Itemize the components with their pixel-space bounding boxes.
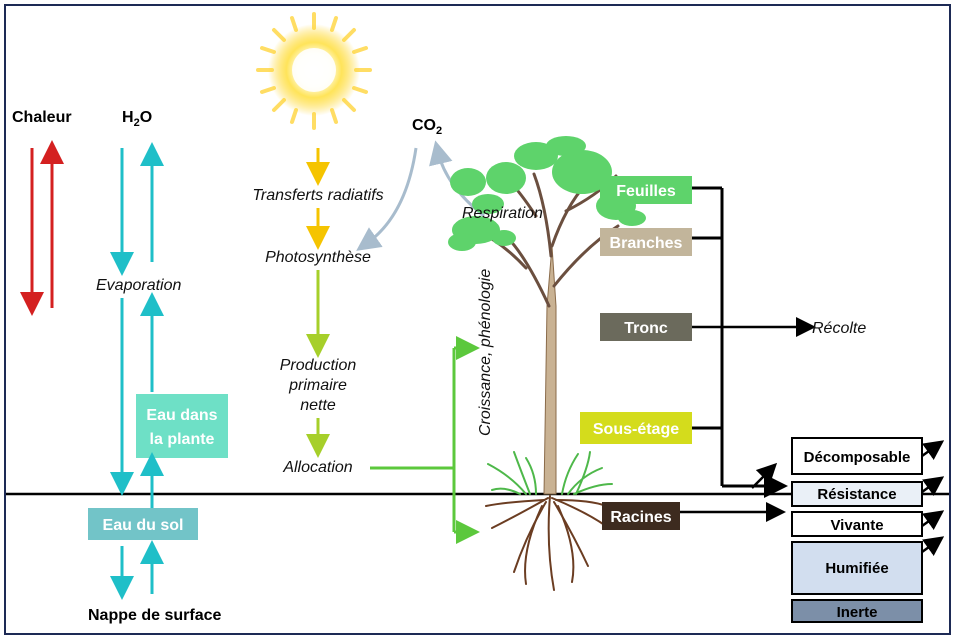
npp-label-3: nette (300, 397, 336, 414)
pool-inert-box (791, 599, 923, 623)
understory-label: Sous-étage (593, 421, 679, 438)
pool-humified-label: Humifiée (825, 560, 888, 577)
heat-label: Chaleur (12, 109, 72, 126)
leaves-label: Feuilles (616, 183, 676, 200)
npp-label-2: primaire (288, 377, 347, 394)
co2-uptake-arrow (356, 147, 418, 251)
soil-water-box (88, 508, 198, 540)
branches-label: Branches (610, 235, 683, 252)
litter-flow-connectors (692, 186, 788, 498)
understory-box (580, 412, 692, 444)
plant-water-label-1: Eau dans (146, 407, 217, 424)
trunk-label: Tronc (624, 320, 668, 337)
roots-label: Racines (610, 509, 671, 526)
allocation-label: Allocation (282, 459, 352, 476)
pool-living-label: Vivante (830, 517, 883, 534)
pool-resistant-out-arrow (921, 476, 945, 496)
plant-water-label-2: la plante (150, 431, 215, 448)
ecosystem-diagram: Chaleur H2O Evaporation Eau dans la plan… (6, 12, 949, 624)
pool-humified-out-arrow (921, 536, 945, 556)
pool-decomposable-out-arrow (921, 440, 945, 460)
soil-water-label: Eau du sol (103, 517, 184, 534)
pool-living-box (791, 511, 923, 537)
pool-decomposable-label: Décomposable (804, 449, 911, 466)
h2o-label: H2O (122, 109, 152, 129)
diagram-frame: Chaleur H2O Evaporation Eau dans la plan… (4, 4, 951, 635)
pool-living-out-arrow (921, 510, 945, 530)
roots-box (602, 502, 680, 530)
harvest-label: Récolte (812, 320, 866, 337)
pool-resistant-box (791, 481, 923, 507)
sun-icon (256, 12, 372, 130)
npp-label-1: Production (280, 357, 357, 374)
growth-phenology-label: Croissance, phénologie (477, 269, 494, 436)
co2-label: CO2 (412, 117, 442, 137)
branches-box (600, 228, 692, 256)
respiration-label: Respiration (462, 205, 543, 222)
pool-resistant-label: Résistance (817, 486, 896, 503)
pool-humified-box (791, 541, 923, 595)
pool-inert-label: Inerte (837, 604, 878, 621)
radiative-transfer-label: Transferts radiatifs (252, 187, 383, 204)
trunk-box (600, 313, 692, 341)
groundwater-label: Nappe de surface (88, 607, 221, 624)
photosynthesis-label: Photosynthèse (265, 249, 371, 266)
leaves-box (600, 176, 692, 204)
allocation-bracket (370, 336, 480, 544)
evaporation-label: Evaporation (96, 277, 181, 294)
plant-water-box (136, 394, 228, 458)
